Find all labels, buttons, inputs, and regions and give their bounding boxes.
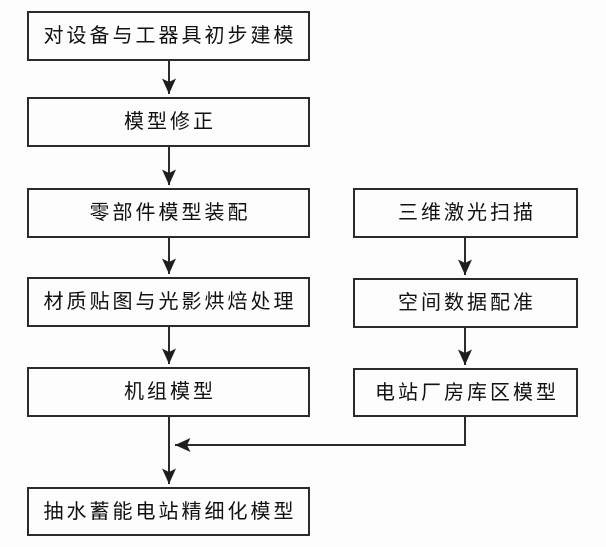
node-laser-scanning-label: 三维激光扫描	[398, 202, 536, 224]
node-parts-assembly-label: 零部件模型装配	[89, 202, 251, 224]
node-material-baking-label: 材质贴图与光影烘焙处理	[43, 291, 297, 313]
node-preliminary-modeling: 对设备与工器具初步建模	[27, 11, 310, 61]
node-unit-model-label: 机组模型	[124, 381, 216, 403]
node-preliminary-modeling-label: 对设备与工器具初步建模	[43, 25, 297, 47]
node-material-baking: 材质贴图与光影烘焙处理	[27, 277, 310, 327]
node-model-correction-label: 模型修正	[124, 111, 216, 133]
node-final-model-label: 抽水蓄能电站精细化模型	[43, 500, 297, 523]
node-final-model: 抽水蓄能电站精细化模型	[27, 487, 310, 536]
node-unit-model: 机组模型	[27, 367, 310, 417]
arrow-plant-to-merge	[175, 417, 466, 452]
node-model-correction: 模型修正	[27, 97, 310, 147]
node-data-registration-label: 空间数据配准	[398, 292, 536, 314]
node-parts-assembly: 零部件模型装配	[27, 188, 310, 238]
node-laser-scanning: 三维激光扫描	[353, 188, 578, 238]
node-plant-model: 电站厂房库区模型	[353, 368, 578, 417]
node-data-registration: 空间数据配准	[353, 278, 578, 328]
node-plant-model-label: 电站厂房库区模型	[375, 381, 559, 404]
